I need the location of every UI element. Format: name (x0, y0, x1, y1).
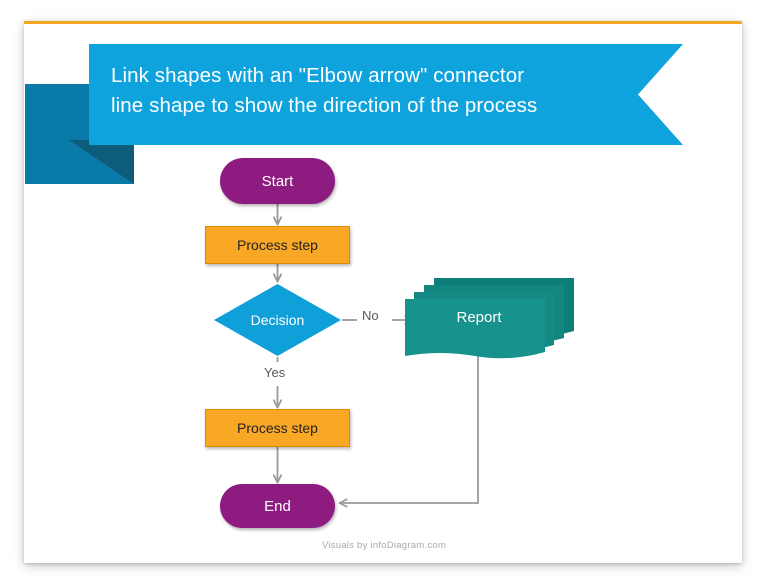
node-start[interactable] (220, 158, 335, 204)
slide-accent-rule (24, 21, 742, 24)
node-decision[interactable] (213, 283, 342, 357)
node-process-step-1[interactable] (205, 226, 350, 264)
banner-headline: Link shapes with an "Elbow arrow" connec… (111, 64, 538, 117)
connector-report-to-end-elbow (340, 356, 479, 503)
edge-label-yes: Yes (264, 365, 286, 380)
node-report[interactable] (404, 275, 576, 360)
footer-credit: Visuals by infoDiagram.com (321, 540, 447, 551)
banner-ribbon: Link shapes with an "Elbow arrow" connec… (89, 44, 683, 145)
edge-label-no: No (362, 308, 379, 323)
node-end[interactable] (220, 484, 335, 528)
node-process-step-2[interactable] (205, 409, 350, 447)
